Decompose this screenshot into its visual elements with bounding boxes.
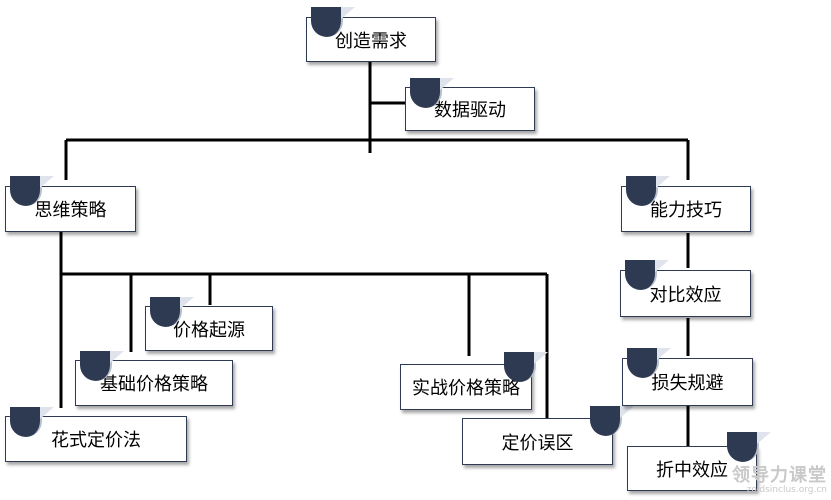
bookmark-icon [80,351,124,381]
node-root: 创造需求 [306,17,436,62]
node-ability-skills-label: 能力技巧 [650,200,722,221]
node-thinking-strategy: 思维策略 [5,186,136,232]
bookmark-icon [10,176,54,206]
node-fancy-pricing: 花式定价法 [5,416,187,462]
watermark: 领导力课堂 zoldsinclus.org.cn [732,466,827,496]
bookmark-icon [590,406,634,436]
bookmark-icon [311,7,355,37]
node-data-driven-label: 数据驱动 [434,100,506,121]
watermark-url: zoldsinclus.org.cn [746,485,827,496]
node-pricing-mistakes-label: 定价误区 [501,432,574,454]
node-price-origin-label: 价格起源 [173,319,245,341]
bookmark-icon [627,348,671,378]
node-fancy-pricing-label: 花式定价法 [51,430,141,451]
node-basic-pricing-label: 基础价格策略 [100,374,208,395]
bookmark-icon [10,407,54,437]
node-compromise-effect-label: 折中效应 [656,459,728,481]
node-loss-aversion-label: 损失规避 [651,373,724,394]
bookmark-icon [504,352,548,382]
node-practical-pricing-label: 实战价格策略 [412,378,520,399]
bookmark-icon [625,260,669,290]
bookmark-icon [626,176,670,206]
node-root-label: 创造需求 [335,30,407,52]
bookmark-icon [410,78,454,108]
node-contrast-effect-label: 对比效应 [649,284,722,306]
node-pricing-mistakes: 定价误区 [462,418,613,465]
bookmark-icon [727,432,771,462]
node-thinking-strategy-label: 思维策略 [34,200,107,221]
watermark-title: 领导力课堂 [732,465,827,487]
bookmark-icon [150,297,194,327]
node-data-driven: 数据驱动 [405,87,535,131]
